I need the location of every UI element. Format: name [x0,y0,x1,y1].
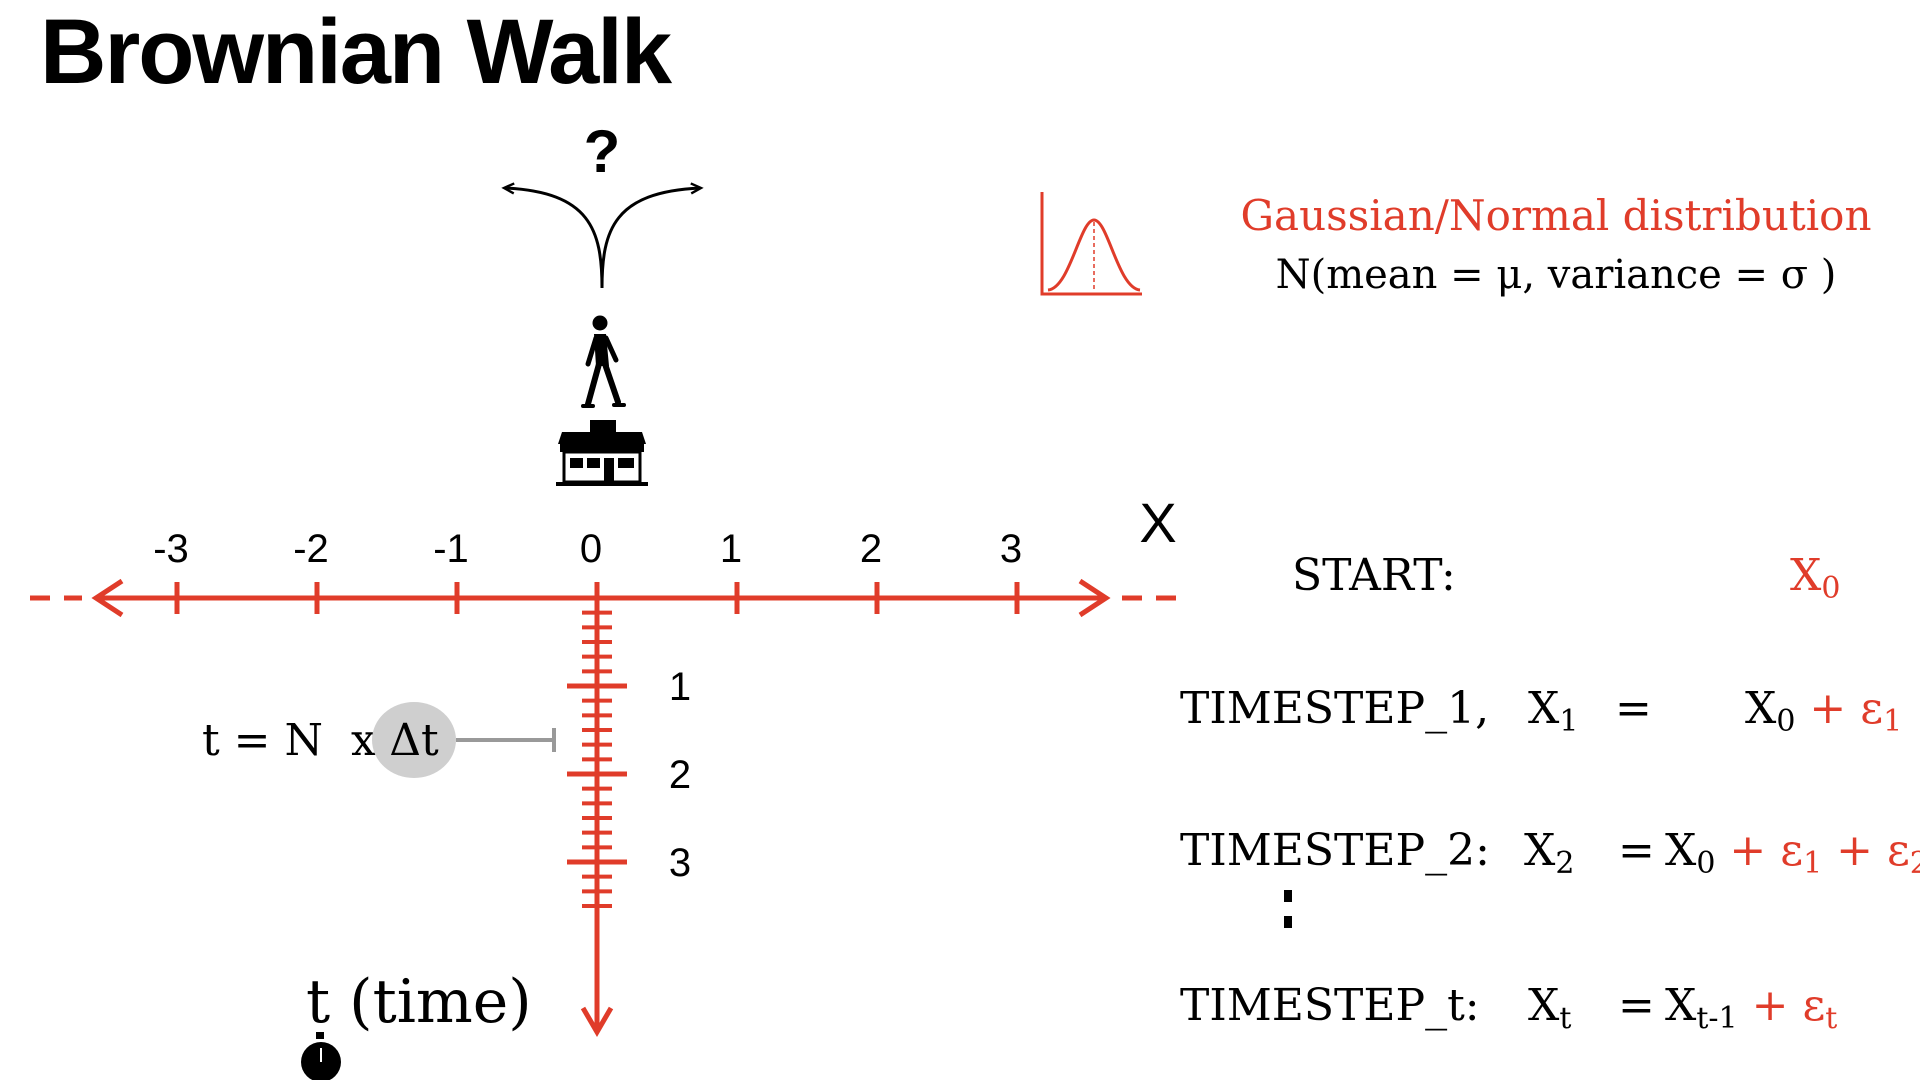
x-tick-label: -1 [433,527,469,571]
equation-lhs: X1 [1528,683,1578,739]
question-mark: ? [584,118,621,185]
equation-label: TIMESTEP_1, [1180,683,1489,734]
equation-rhs: X0 + ε1 [1745,683,1902,739]
distribution-formula: N(mean = μ, variance = σ ) [1276,252,1837,298]
equation-row: TIMESTEP_t: Xt =Xt-1 + εt [1180,980,1837,1036]
equation-rhs: X0 [1790,550,1840,606]
equation-rhs: X0 + ε1 + ε2 [1665,825,1920,881]
dt-bubble-label: Δt [389,715,439,766]
equals-sign: = [1615,683,1652,734]
t-tick-label: 3 [669,841,691,885]
equation-row: START: X0 [1292,550,1840,606]
x-tick-label: 0 [580,527,602,571]
t-tick-label: 2 [669,753,691,797]
x-tick-label: 1 [720,527,742,571]
equation-row: TIMESTEP_2: X2 =X0 + ε1 + ε2 [1180,825,1920,881]
x-axis-label: X [1139,491,1176,554]
equation-lhs: X2 [1524,825,1574,881]
x-axis: -3 -2 -1 0 1 2 3 [30,527,1180,618]
x-tick-label: 2 [860,527,882,571]
equals-sign: = [1618,980,1655,1031]
t-axis-arrow [580,1006,614,1037]
stopwatch-icon [301,1032,341,1080]
distribution-name: Gaussian/Normal distribution [1240,191,1871,240]
equals-sign: = [1618,825,1655,876]
equation-rhs: Xt-1 + εt [1665,980,1837,1036]
page-title: Brownian Walk [40,1,672,103]
x-axis-arrow-right [1078,578,1111,618]
equation-lhs: Xt [1528,980,1571,1036]
dt-prefix: t = N x [202,715,376,766]
x-tick-label: -3 [153,527,189,571]
equation-label: TIMESTEP_2: [1180,825,1490,876]
dt-bubble [372,702,456,778]
bell-curve-icon [1040,192,1142,296]
dt-annotation: t = N x Δt [202,702,556,778]
x-tick-label: -2 [293,527,329,571]
equation-label: TIMESTEP_t: [1180,980,1480,1031]
equation-label: START: [1292,550,1456,601]
t-tick-label: 1 [669,665,691,709]
vertical-ellipsis-icon [1284,890,1292,928]
shop-icon [556,420,648,486]
x-axis-arrow-left [91,578,124,618]
t-axis-label: t (time) [306,967,532,1037]
fork-arrows-icon [505,188,700,289]
t-axis: 1 2 3 [567,598,691,1037]
walking-person-icon [581,315,626,408]
equation-row: TIMESTEP_1, X1 = X0 + ε1 [1180,683,1902,739]
x-tick-label: 3 [1000,527,1022,571]
